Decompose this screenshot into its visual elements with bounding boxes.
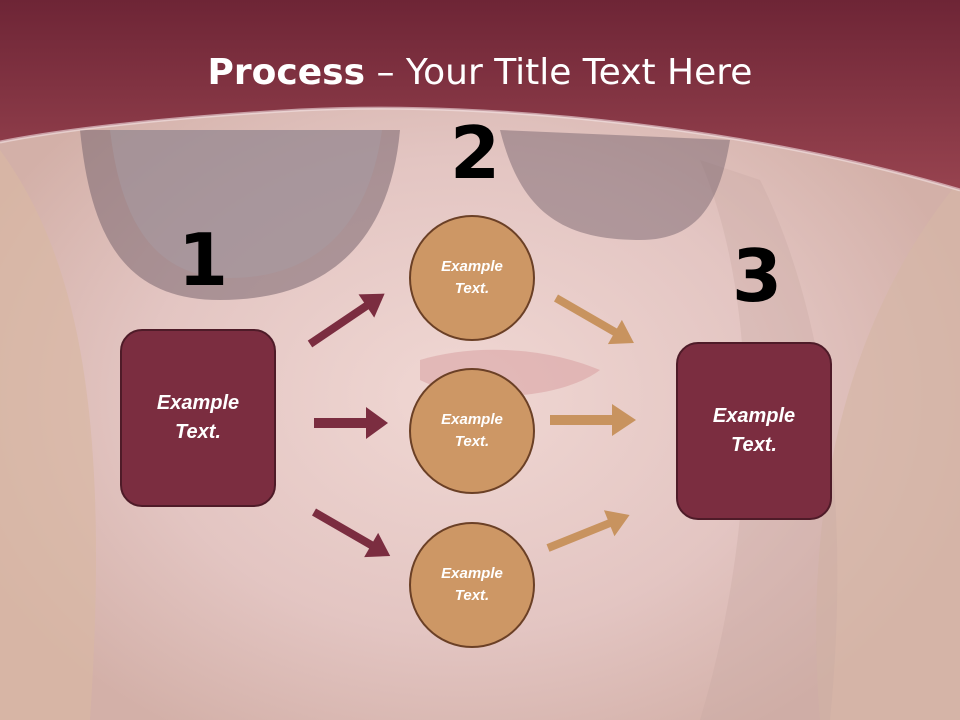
circle-middle-text: Example Text. [441,410,503,451]
title-rest: – Your Title Text Here [365,52,753,93]
arrow-down-right-left-icon [312,508,391,558]
arrow-up-right-left-icon [307,293,385,348]
arrow-right-right-icon [550,404,636,436]
left-process-box: Example Text. [120,329,276,507]
right-box-text: Example Text. [712,405,796,456]
arrow-right-left-icon [314,407,388,439]
step-number-1: 1 [178,218,229,302]
process-circle-middle: Example Text. [409,368,535,494]
right-arrows [546,294,636,552]
process-circle-top: Example Text. [409,215,535,341]
left-box-text: Example Text. [156,392,240,443]
arrow-down-right-right-icon [554,294,634,345]
circle-bottom-text: Example Text. [441,564,503,605]
arrow-up-right-right-icon [546,510,630,552]
process-circle-bottom: Example Text. [409,522,535,648]
circle-top-text: Example Text. [441,257,503,298]
step-number-2: 2 [450,111,501,195]
right-process-box: Example Text. [676,342,832,520]
step-number-3: 3 [732,234,783,318]
title-bold: Process [207,52,366,93]
left-arrows [307,293,391,558]
slide-title: Process – Your Title Text Here [0,52,960,93]
